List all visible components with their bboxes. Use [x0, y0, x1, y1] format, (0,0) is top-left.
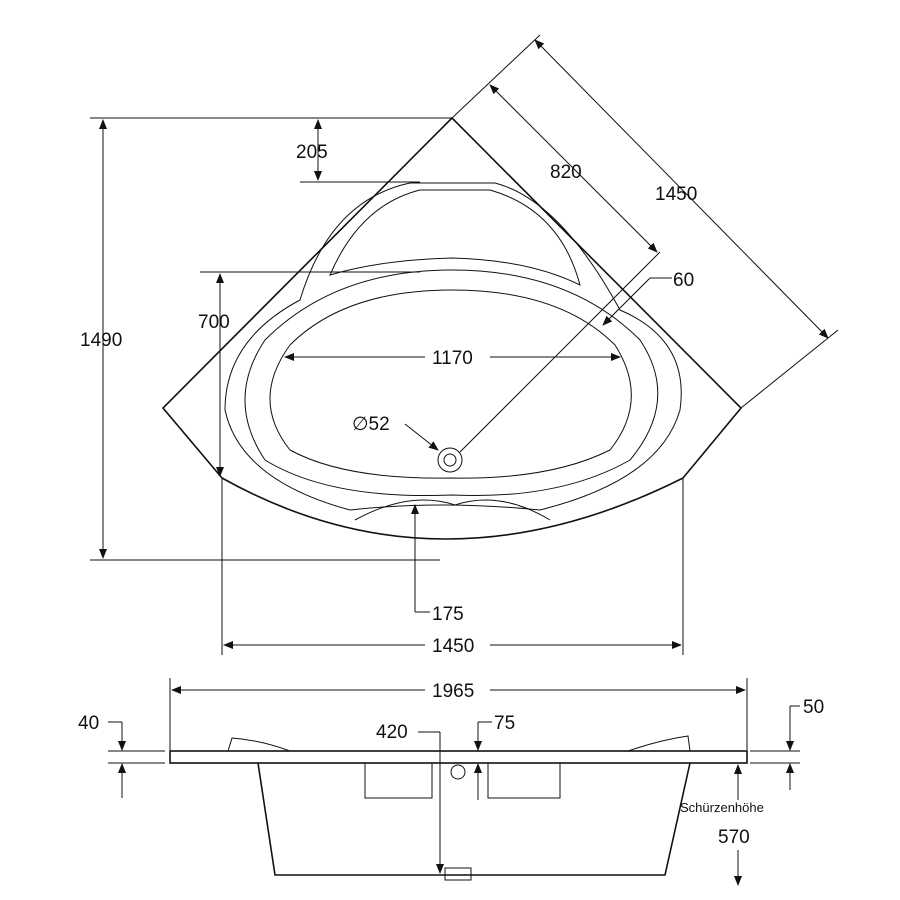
dim-label-1965: 1965	[432, 681, 474, 702]
tub-rim	[224, 182, 682, 511]
drain-inner	[443, 453, 457, 467]
dim-label-40: 40	[78, 713, 99, 734]
tub-body-side	[257, 762, 691, 876]
dim-label-820: 820	[550, 162, 582, 183]
tub-rim-side	[169, 750, 748, 764]
inner-step	[364, 763, 433, 799]
dim-label-570: 570	[718, 827, 750, 848]
dim-label-205: 205	[296, 142, 328, 163]
dim-label-175: 175	[432, 604, 464, 625]
top-view: 1490 700 205 1170 1450 1450 820 60 ∅52 1…	[80, 34, 839, 657]
headrest-side	[627, 735, 691, 752]
ext-line	[451, 34, 541, 119]
dim-diagonal-inner	[489, 84, 658, 253]
dim-label-drain: ∅52	[352, 414, 390, 435]
side-view: 1965 40 420 75 50 Schürzenhöhe 570	[78, 678, 824, 886]
apron-label: Schürzenhöhe	[680, 800, 764, 815]
leader	[404, 423, 439, 451]
overflow-icon	[450, 764, 466, 780]
dim-label-60: 60	[673, 270, 694, 291]
dim-label-420: 420	[376, 722, 408, 743]
dim-label-1450: 1450	[432, 636, 474, 657]
leader	[602, 277, 651, 326]
drain-pipe	[444, 867, 472, 881]
headrest-side	[227, 737, 291, 752]
dim-label-1170: 1170	[432, 348, 473, 369]
dim-label-700: 700	[198, 312, 230, 333]
basin-inner	[269, 289, 632, 479]
drain-icon	[437, 447, 463, 473]
tub-outline	[161, 116, 743, 540]
dim-label-1450-diagonal: 1450	[655, 184, 697, 205]
basin-outline	[244, 269, 659, 497]
ext-line	[740, 329, 839, 409]
dim-label-50: 50	[803, 697, 824, 718]
inner-step	[487, 763, 561, 799]
footrest	[354, 499, 551, 521]
dim-label-1490: 1490	[80, 330, 122, 351]
dim-label-75: 75	[494, 713, 515, 734]
dim-center-line	[459, 251, 661, 453]
headrest	[329, 189, 581, 286]
